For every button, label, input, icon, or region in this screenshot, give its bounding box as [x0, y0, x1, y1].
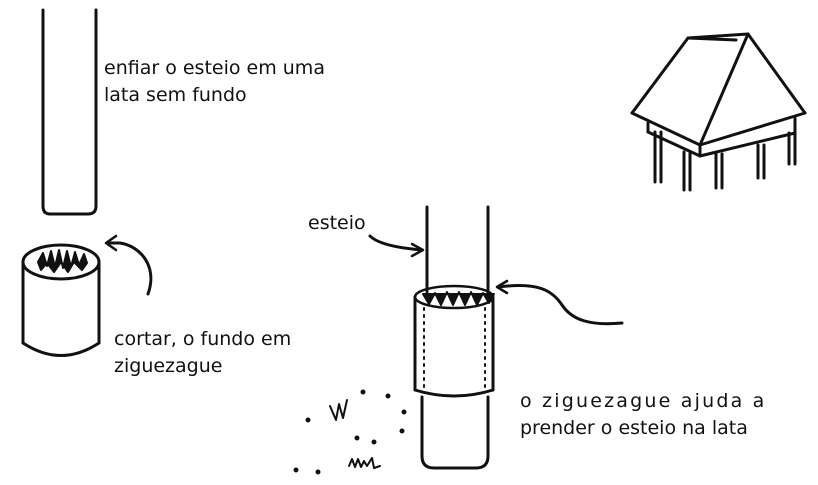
stilt-house-illustration [630, 32, 807, 192]
grip-explanation-line2: prender o esteio na lata [520, 417, 748, 439]
grip-explanation-line1: o ziguezague ajuda a [520, 390, 767, 412]
post-label-text: esteio [308, 212, 366, 234]
post-label: esteio [308, 210, 366, 237]
cut-instruction-line2: ziguezague [114, 355, 223, 377]
insert-instruction-line1: enfiar o esteio em uma [104, 57, 325, 79]
cut-instruction-line1: cortar, o fundo em [114, 328, 292, 350]
post-label-arrow [368, 234, 424, 252]
grip-explanation: o ziguezague ajuda a prender o esteio na… [520, 388, 767, 442]
cut-instruction: cortar, o fundo em ziguezague [114, 326, 291, 380]
insert-instruction-line2: lata sem fundo [104, 84, 247, 106]
bottomless-can-illustration [21, 234, 153, 357]
insert-instruction: enfiar o esteio em uma lata sem fundo [104, 55, 325, 109]
post-top-illustration [41, 8, 98, 216]
ground-scribbles [293, 389, 407, 475]
teeth-arrow [496, 284, 624, 326]
pointer-arrow [106, 241, 153, 296]
post-in-can-illustration [368, 205, 624, 470]
zigzag-edge-drawing [37, 249, 88, 273]
